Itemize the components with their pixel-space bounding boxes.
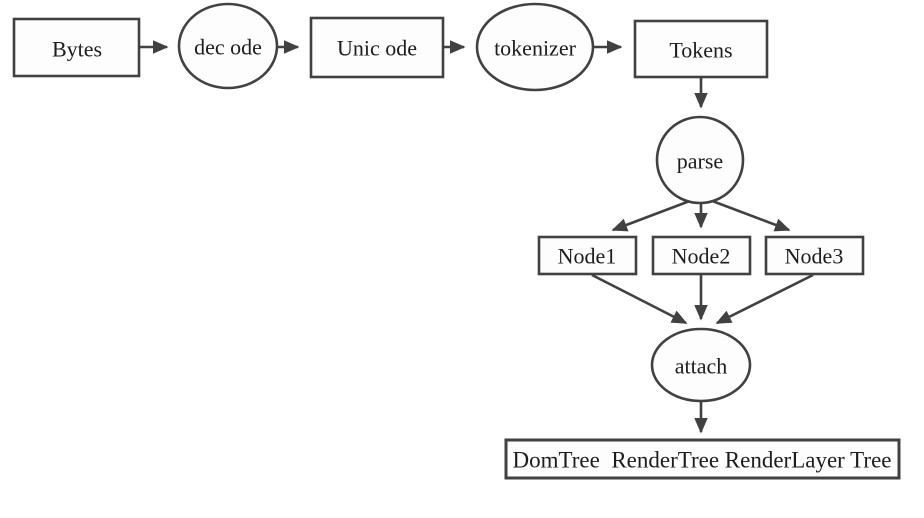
output-box <box>504 438 901 480</box>
attach-label: attach <box>675 354 728 379</box>
node3-box <box>764 235 865 276</box>
decode-ellipse <box>177 2 279 90</box>
output-label: DomTree RenderTree RenderLayer Tree <box>513 448 892 473</box>
parse-ellipse <box>655 115 745 205</box>
node1-box <box>537 235 638 276</box>
node2-box <box>651 235 752 276</box>
unicode-box <box>309 16 445 79</box>
tokens-box <box>633 19 769 79</box>
bytes-box <box>12 17 141 78</box>
bytes-label: Bytes <box>52 37 102 62</box>
decode-label: dec ode <box>194 35 262 60</box>
edge-parse-node1 <box>611 197 696 232</box>
edge-node3-attach <box>715 273 814 325</box>
tokenizer-ellipse <box>475 2 595 92</box>
parse-label: parse <box>677 149 723 174</box>
node3-label: Node3 <box>785 244 844 269</box>
edge-node1-attach <box>591 273 688 325</box>
attach-ellipse <box>650 327 752 403</box>
node1-label: Node1 <box>558 244 617 269</box>
node2-label: Node2 <box>672 244 731 269</box>
edge-parse-node3 <box>706 197 791 232</box>
unicode-label: Unic ode <box>337 36 417 61</box>
tokens-label: Tokens <box>669 38 732 63</box>
tokenizer-label: tokenizer <box>494 36 577 61</box>
